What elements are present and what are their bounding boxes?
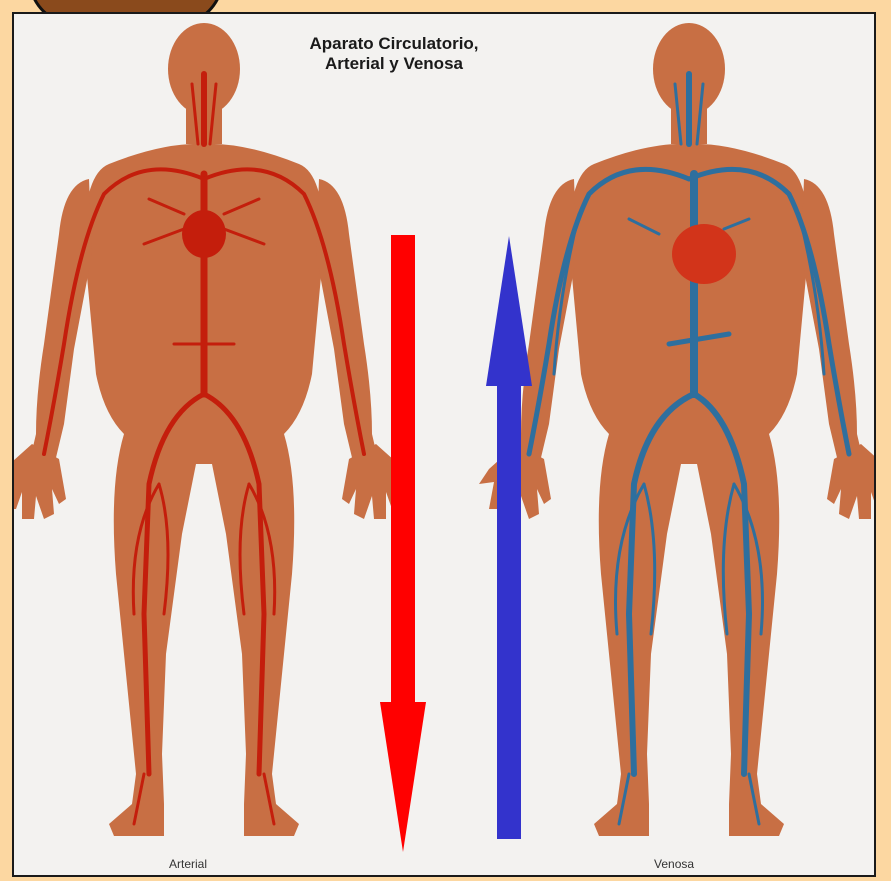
heart-icon	[182, 210, 226, 258]
circulatory-diagram-panel: Aparato Circulatorio, Arterial y Venosa …	[12, 12, 876, 877]
venous-flow-arrow	[486, 236, 532, 839]
diagram-title: Aparato Circulatorio, Arterial y Venosa	[264, 34, 524, 74]
arterial-figure	[14, 23, 414, 836]
title-line-2: Arterial y Venosa	[264, 54, 524, 74]
venous-figure	[479, 23, 876, 836]
title-line-1: Aparato Circulatorio,	[264, 34, 524, 54]
caption-arterial: Arterial	[169, 857, 207, 871]
caption-venous: Venosa	[654, 857, 694, 871]
diagram-canvas	[14, 14, 876, 877]
heart-icon	[672, 224, 736, 284]
arterial-flow-arrow	[380, 235, 426, 852]
